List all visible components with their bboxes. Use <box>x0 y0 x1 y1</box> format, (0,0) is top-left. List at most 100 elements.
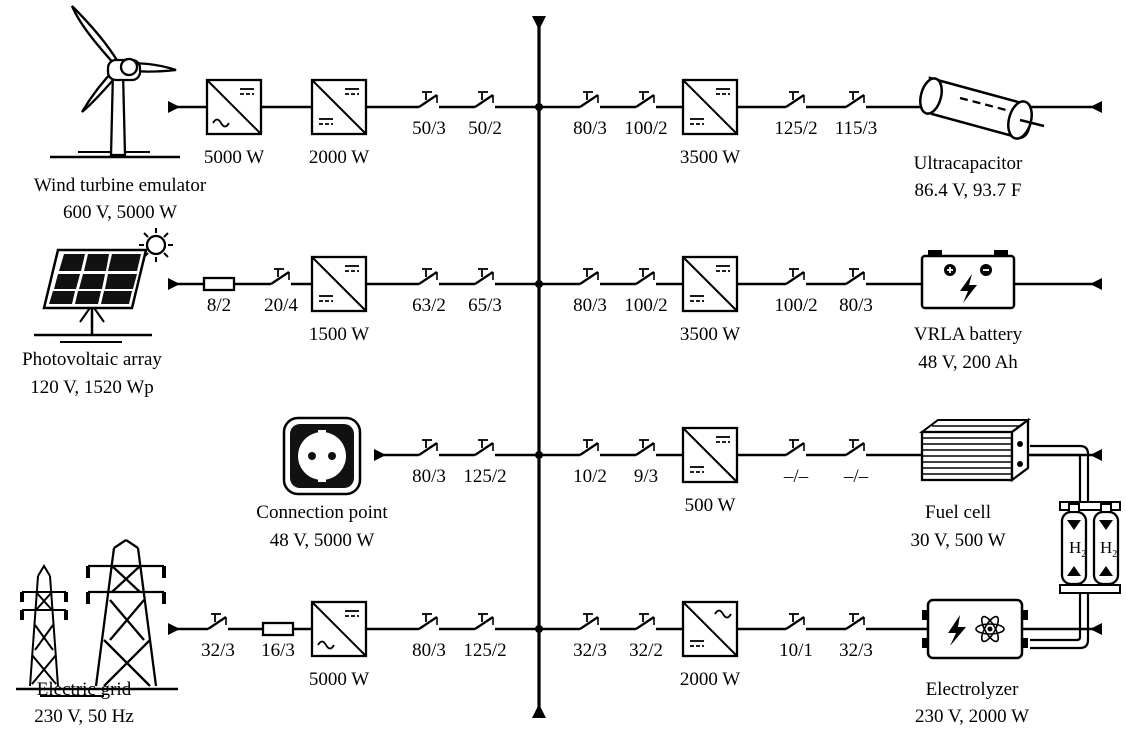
converter: 5000 W <box>204 78 264 168</box>
breaker-rating: 100/2 <box>624 118 667 139</box>
converter-rating: 3500 W <box>680 324 740 345</box>
circuit-breaker: 125/2 <box>463 613 507 661</box>
breaker-rating: 100/2 <box>774 295 817 316</box>
fuse: 16/3 <box>261 621 295 661</box>
circuit-breaker: 100/2 <box>624 91 668 139</box>
converter-rating: 1500 W <box>309 324 369 345</box>
electrolyzer-name: Electrolyzer <box>926 679 1020 700</box>
circuit-breaker: –/– <box>774 439 818 487</box>
wind-turbine-icon <box>50 5 180 159</box>
components: 5000 W 2000 W 50/3 50/2 80/3 100/2 3500 W 125/2… <box>196 78 878 690</box>
breaker-rating: –/– <box>843 466 869 487</box>
breaker-rating: 63/2 <box>412 295 446 316</box>
electrolyzer-spec: 230 V, 2000 W <box>915 706 1029 727</box>
breaker-rating: 80/3 <box>839 295 873 316</box>
circuit-breaker: 10/1 <box>774 613 818 661</box>
electric-grid-name: Electric grid <box>37 679 132 700</box>
breaker-rating: 20/4 <box>264 295 298 316</box>
circuit-breaker: 80/3 <box>568 268 612 316</box>
circuit-breaker: –/– <box>834 439 878 487</box>
circuit-breaker: 50/2 <box>463 91 507 139</box>
breaker-rating: 125/2 <box>463 640 506 661</box>
hydrogen-pipes <box>1030 444 1090 650</box>
hydrogen-tank-icon: H2 <box>1060 503 1088 586</box>
converter: 500 W <box>681 426 739 516</box>
circuit-breaker: 32/3 <box>568 613 612 661</box>
electrolyzer-icon <box>922 598 1028 660</box>
fuse: 8/2 <box>202 276 236 316</box>
battery-spec: 48 V, 200 Ah <box>918 352 1018 373</box>
hydrogen-tank-icon: H2 <box>1092 503 1120 586</box>
circuit-breaker: 32/3 <box>834 613 878 661</box>
dc-bus <box>532 16 546 718</box>
circuit-breaker: 10/2 <box>568 439 612 487</box>
converter-rating: 3500 W <box>680 147 740 168</box>
pv-array-name: Photovoltaic array <box>22 349 162 370</box>
ultracapacitor-name: Ultracapacitor <box>914 153 1023 174</box>
ultracapacitor-icon <box>919 76 1045 140</box>
breaker-rating: 32/2 <box>629 640 663 661</box>
circuit-breaker: 125/2 <box>463 439 507 487</box>
circuit-breaker: 63/2 <box>407 268 451 316</box>
fuel-cell-spec: 30 V, 500 W <box>910 530 1005 551</box>
h2-label-1: H2 <box>1069 538 1086 560</box>
breaker-rating: 65/3 <box>468 295 502 316</box>
battery-name: VRLA battery <box>914 324 1023 345</box>
fuse-rating: 8/2 <box>207 295 231 316</box>
fuel-cell-icon <box>919 417 1031 483</box>
converter: 2000 W <box>309 78 369 168</box>
converter-rating: 500 W <box>685 495 736 516</box>
pv-array-spec: 120 V, 1520 Wp <box>30 377 154 398</box>
circuit-breaker: 80/3 <box>407 439 451 487</box>
breaker-rating: 9/3 <box>634 466 658 487</box>
breaker-rating: 80/3 <box>412 466 446 487</box>
breaker-rating: 50/2 <box>468 118 502 139</box>
fuel-cell-name: Fuel cell <box>925 502 991 523</box>
circuit-breaker: 125/2 <box>774 91 818 139</box>
power-socket-icon <box>282 416 362 496</box>
connection-point-spec: 48 V, 5000 W <box>270 530 375 551</box>
breaker-rating: 32/3 <box>573 640 607 661</box>
circuit-breaker: 100/2 <box>624 268 668 316</box>
breaker-rating: 10/1 <box>779 640 813 661</box>
wind-turbine-name: Wind turbine emulator <box>34 175 207 196</box>
converter-rating: 5000 W <box>204 147 264 168</box>
circuit-breaker: 100/2 <box>774 268 818 316</box>
breaker-rating: 32/3 <box>201 640 235 661</box>
circuit-breaker: 65/3 <box>463 268 507 316</box>
hydrogen-rack <box>1059 501 1121 594</box>
converter: 3500 W <box>680 255 740 345</box>
breaker-rating: 32/3 <box>839 640 873 661</box>
converter: 2000 W <box>680 600 740 690</box>
circuit-breaker: 80/3 <box>834 268 878 316</box>
fuse-rating: 16/3 <box>261 640 295 661</box>
solar-panel-icon <box>34 228 173 343</box>
breaker-rating: –/– <box>783 466 809 487</box>
breaker-rating: 10/2 <box>573 466 607 487</box>
converter: 5000 W <box>309 600 369 690</box>
circuit-breaker: 20/4 <box>259 268 303 316</box>
circuit-breaker: 50/3 <box>407 91 451 139</box>
breaker-rating: 80/3 <box>573 295 607 316</box>
converter: 3500 W <box>680 78 740 168</box>
ultracapacitor-spec: 86.4 V, 93.7 F <box>915 180 1022 201</box>
circuit-breaker: 80/3 <box>568 91 612 139</box>
wind-turbine-spec: 600 V, 5000 W <box>63 202 177 223</box>
breaker-rating: 115/3 <box>835 118 878 139</box>
electric-grid-spec: 230 V, 50 Hz <box>34 706 134 727</box>
power-pylon-icon <box>16 539 178 697</box>
breaker-rating: 125/2 <box>774 118 817 139</box>
circuit-breaker: 115/3 <box>834 91 878 139</box>
breaker-rating: 100/2 <box>624 295 667 316</box>
breaker-rating: 50/3 <box>412 118 446 139</box>
converter: 1500 W <box>309 255 369 345</box>
h2-label-2: H2 <box>1100 538 1117 560</box>
breaker-rating: 80/3 <box>412 640 446 661</box>
breaker-rating: 80/3 <box>573 118 607 139</box>
converter-rating: 2000 W <box>680 669 740 690</box>
battery-icon <box>920 250 1016 310</box>
connection-point-name: Connection point <box>256 502 388 523</box>
circuit-breaker: 9/3 <box>624 439 668 487</box>
circuit-breaker: 80/3 <box>407 613 451 661</box>
